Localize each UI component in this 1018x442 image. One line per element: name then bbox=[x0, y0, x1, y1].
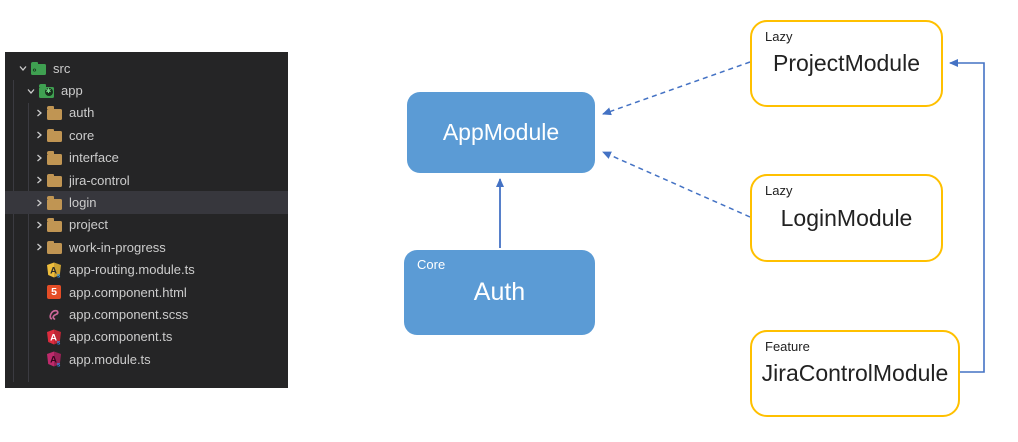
tree-item-interface[interactable]: interface bbox=[5, 147, 288, 169]
tree-item-label: work-in-progress bbox=[69, 239, 166, 255]
twisty-spacer bbox=[31, 263, 46, 277]
tree-item-label: auth bbox=[69, 105, 95, 121]
folder-icon bbox=[46, 195, 62, 211]
angular-routing-file-icon: A s bbox=[46, 262, 62, 278]
node-label: ProjectModule bbox=[772, 50, 921, 76]
tree-item-label: login bbox=[69, 195, 97, 211]
angular-module-file-icon: A s bbox=[46, 351, 62, 367]
tree-item-project[interactable]: project bbox=[5, 214, 288, 236]
folder-icon bbox=[46, 105, 62, 121]
node-app-module: AppModule bbox=[407, 92, 595, 173]
twisty-spacer bbox=[31, 330, 46, 344]
folder-icon bbox=[46, 239, 62, 255]
node-label: JiraControlModule bbox=[761, 360, 949, 386]
tree-item-label: app.component.scss bbox=[69, 306, 189, 322]
arrow-jiracontrolmodule-to-projectmodule bbox=[949, 59, 985, 373]
node-label: Auth bbox=[473, 278, 526, 306]
node-auth: Core Auth bbox=[404, 250, 595, 335]
svg-text:A: A bbox=[50, 332, 57, 343]
node-tag: Core bbox=[417, 257, 446, 272]
chevron-right-icon[interactable] bbox=[31, 240, 46, 254]
tree-item-label: app.component.ts bbox=[69, 329, 173, 345]
tree-item-jira-control[interactable]: jira-control bbox=[5, 169, 288, 191]
folder-icon bbox=[46, 150, 62, 166]
tree-item-label: src bbox=[53, 60, 71, 76]
twisty-spacer bbox=[31, 307, 46, 321]
tree-item-label: jira-control bbox=[69, 172, 130, 188]
node-jira-control-module: Feature JiraControlModule bbox=[750, 330, 960, 417]
svg-text:A: A bbox=[50, 355, 57, 366]
tree-item-app-component-html[interactable]: 5 app.component.html bbox=[5, 281, 288, 303]
html-file-icon: 5 bbox=[46, 284, 62, 300]
chevron-right-icon[interactable] bbox=[31, 151, 46, 165]
chevron-right-icon[interactable] bbox=[31, 173, 46, 187]
svg-text:s: s bbox=[57, 362, 61, 367]
tree-item-label: interface bbox=[69, 150, 119, 166]
tree-item-app-module-ts[interactable]: A s app.module.ts bbox=[5, 348, 288, 370]
tree-item-core[interactable]: core bbox=[5, 124, 288, 146]
chevron-right-icon[interactable] bbox=[31, 218, 46, 232]
chevron-down-icon[interactable] bbox=[23, 84, 38, 98]
folder-icon bbox=[46, 127, 62, 143]
tree-item-app-component-scss[interactable]: app.component.scss bbox=[5, 303, 288, 325]
node-label: LoginModule bbox=[780, 204, 913, 231]
angular-ts-file-icon: A s bbox=[46, 329, 62, 345]
tree-item-label: app bbox=[61, 83, 83, 99]
tree-item-src[interactable]: ‹› src bbox=[5, 57, 288, 79]
arrow-loginmodule-to-appmodule bbox=[602, 151, 751, 218]
scss-file-icon bbox=[46, 306, 62, 322]
arrow-projectmodule-to-appmodule bbox=[602, 61, 751, 116]
tree-item-work-in-progress[interactable]: work-in-progress bbox=[5, 236, 288, 258]
node-tag: Lazy bbox=[765, 183, 793, 198]
node-project-module: Lazy ProjectModule bbox=[750, 20, 943, 107]
tree-item-login[interactable]: login bbox=[5, 191, 288, 214]
tree-item-label: app-routing.module.ts bbox=[69, 262, 195, 278]
node-tag: Lazy bbox=[765, 29, 793, 44]
svg-text:s: s bbox=[57, 272, 61, 277]
tree-item-label: core bbox=[69, 127, 95, 143]
node-label: AppModule bbox=[442, 119, 560, 145]
chevron-right-icon[interactable] bbox=[31, 128, 46, 142]
tree-item-app-component-ts[interactable]: A s app.component.ts bbox=[5, 326, 288, 348]
tree-item-label: app.component.html bbox=[69, 284, 187, 300]
tree-item-label: app.module.ts bbox=[69, 351, 151, 367]
indent-guide bbox=[13, 80, 14, 382]
indent-guide bbox=[28, 103, 29, 382]
twisty-spacer bbox=[31, 352, 46, 366]
folder-icon bbox=[46, 217, 62, 233]
folder-icon bbox=[46, 172, 62, 188]
chevron-down-icon[interactable] bbox=[15, 61, 30, 75]
folder-app-icon: ✱ bbox=[38, 83, 54, 99]
chevron-right-icon[interactable] bbox=[31, 106, 46, 120]
tree-item-app-routing-module-ts[interactable]: A s app-routing.module.ts bbox=[5, 259, 288, 281]
folder-src-icon: ‹› bbox=[30, 60, 46, 76]
node-tag: Feature bbox=[765, 339, 810, 354]
chevron-right-icon[interactable] bbox=[31, 196, 46, 210]
twisty-spacer bbox=[31, 285, 46, 299]
svg-text:A: A bbox=[50, 265, 57, 276]
svg-text:s: s bbox=[57, 339, 61, 344]
tree-item-app[interactable]: ✱ app bbox=[5, 79, 288, 101]
tree-item-label: project bbox=[69, 217, 109, 233]
file-explorer-panel: ‹› src ✱ app auth core int bbox=[5, 52, 288, 388]
node-login-module: Lazy LoginModule bbox=[750, 174, 943, 262]
tree-item-auth[interactable]: auth bbox=[5, 102, 288, 124]
